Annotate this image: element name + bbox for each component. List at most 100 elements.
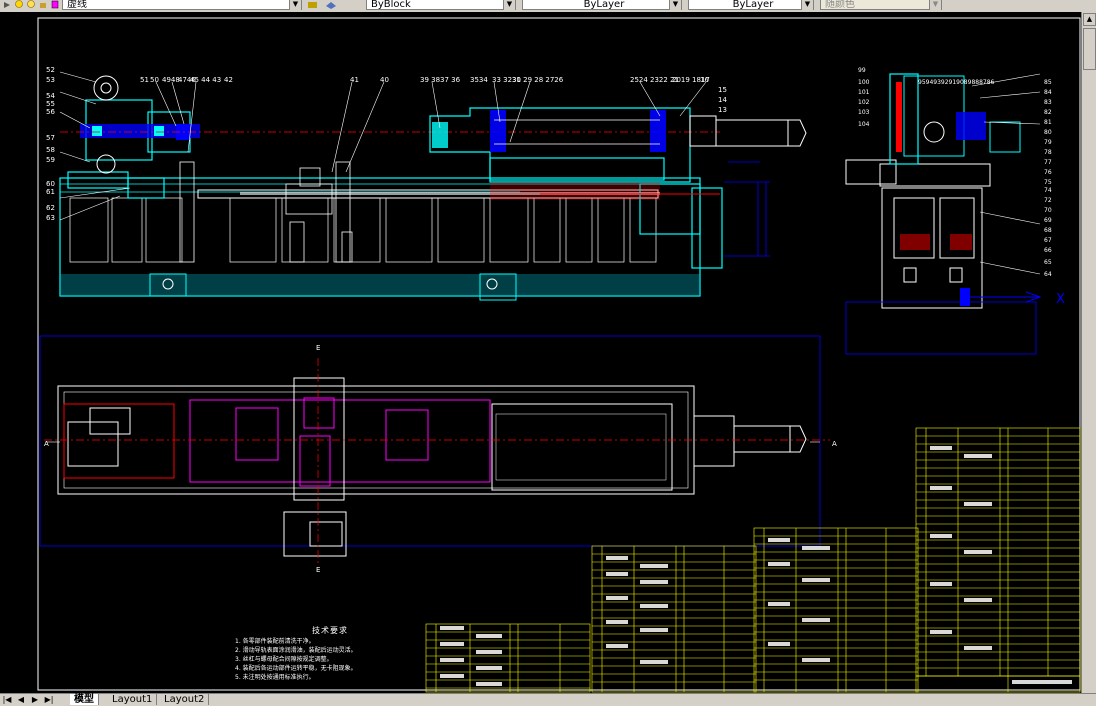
chevron-down-icon[interactable]: ▼ (669, 0, 681, 10)
lock-icon[interactable] (38, 0, 48, 11)
part-no: 52 (46, 66, 55, 74)
layer-name: 虚线 (67, 0, 87, 10)
part-no: 41 (350, 76, 359, 84)
vertical-scrollbar[interactable]: ▲ (1081, 12, 1096, 693)
lineweight-dropdown[interactable]: ByLayer ▼ (688, 0, 814, 10)
part-no: 99 (858, 67, 866, 74)
sun-icon[interactable] (26, 0, 36, 11)
part-no: 53 (46, 76, 55, 84)
plan-view (39, 335, 830, 566)
scroll-up-icon[interactable]: ▲ (1083, 13, 1096, 26)
part-no: 2524 (630, 76, 648, 84)
color-swatch-icon (50, 0, 60, 11)
side-view: X (845, 73, 1065, 355)
tab-model[interactable]: 模型 (70, 694, 99, 705)
axis-x-label: X (1056, 292, 1065, 307)
lineweight-value: ByLayer (732, 0, 774, 10)
properties-toolbar: 虚线 ▼ ByBlock ▼ ByLayer ▼ ByLayer ▼ 随颜色 ▼ (0, 0, 1096, 13)
part-no: 4746 (178, 76, 196, 84)
part-no: 95949392919089888786 (918, 79, 995, 86)
leader-lines (59, 71, 707, 221)
linetype-value: ByLayer (583, 0, 625, 10)
part-no: 51 (140, 76, 149, 84)
part-no: 13 (718, 106, 727, 114)
part-no: 84 (1044, 89, 1052, 96)
lightbulb-icon[interactable] (14, 0, 24, 11)
part-no: 33 3231 (492, 76, 521, 84)
note-line: 4. 装配后各运动部件运转平稳，无卡阻现象。 (235, 665, 357, 672)
part-no: 104 (858, 121, 870, 128)
part-no: 72 (1044, 197, 1052, 204)
layer-previous-icon[interactable] (324, 0, 338, 11)
part-no: 45 44 43 (190, 76, 221, 84)
part-no: 30 29 28 2726 (512, 76, 564, 84)
part-no: 79 (1044, 139, 1052, 146)
part-no: 60 (46, 180, 55, 188)
layer-state-icon[interactable] (2, 0, 14, 11)
part-no: 65 (1044, 259, 1052, 266)
note-line: 2. 滑动导轨表面涂润滑油，装配后运动灵活。 (235, 647, 357, 654)
part-no: 58 (46, 146, 55, 154)
part-no: 61 (46, 188, 55, 196)
part-no: 67 (1044, 237, 1052, 244)
part-no: 4948 (162, 76, 180, 84)
make-layer-current-icon[interactable] (306, 0, 320, 11)
first-tab-icon[interactable]: |◀ (2, 695, 12, 704)
section-label-a: A (44, 440, 49, 448)
tab-layout1[interactable]: Layout1 (108, 694, 158, 705)
part-no: 101 (858, 89, 870, 96)
note-line: 3. 丝杠与螺母配合间隙按规定调整。 (235, 656, 333, 663)
part-no: 14 (718, 96, 727, 104)
part-no: 15 (718, 86, 727, 94)
chevron-down-icon[interactable]: ▼ (801, 0, 813, 10)
next-tab-icon[interactable]: ▶ (31, 695, 39, 704)
prev-tab-icon[interactable]: ◀ (17, 695, 25, 704)
part-number-labels: 52 53 54 55 56 57 58 59 60 61 62 63 51 5… (46, 66, 727, 222)
tab-layout2[interactable]: Layout2 (160, 694, 210, 705)
part-no: 3534 (470, 76, 488, 84)
note-line: 1. 各零部件装配前清洗干净。 (235, 638, 315, 645)
part-no: 63 (46, 214, 55, 222)
part-no: 78 (1044, 149, 1052, 156)
part-no: 103 (858, 109, 870, 116)
front-view (59, 75, 807, 301)
part-no: 55 (46, 100, 55, 108)
part-no: 39 3837 36 (420, 76, 461, 84)
drawing-border (37, 17, 1081, 691)
part-no: 77 (1044, 159, 1052, 166)
bom-tables (425, 427, 1081, 693)
part-no: 68 (1044, 227, 1052, 234)
part-no: 85 (1044, 79, 1052, 86)
part-no: 76 (1044, 169, 1052, 176)
drawing-canvas[interactable]: 52 53 54 55 56 57 58 59 60 61 62 63 51 5… (0, 12, 1096, 693)
section-label-a: A (832, 440, 837, 448)
part-no: 59 (46, 156, 55, 164)
toolbar-separator (348, 0, 360, 11)
notes-title: 技术要求 (312, 626, 348, 635)
part-no: 16 (700, 76, 709, 84)
plotstyle-dropdown: 随颜色 ▼ (820, 0, 942, 10)
linetype-dropdown[interactable]: ByLayer ▼ (522, 0, 682, 10)
part-no: 64 (1044, 271, 1052, 278)
part-no: 102 (858, 99, 870, 106)
part-no: 54 (46, 92, 55, 100)
layer-dropdown[interactable]: 虚线 ▼ (62, 0, 302, 10)
scroll-thumb[interactable] (1083, 28, 1096, 70)
part-no: 83 (1044, 99, 1052, 106)
plotstyle-value: 随颜色 (825, 0, 855, 10)
technical-notes: 技术要求 1. 各零部件装配前清洗干净。 2. 滑动导轨表面涂润滑油，装配后运动… (235, 626, 425, 682)
color-dropdown[interactable]: ByBlock ▼ (366, 0, 516, 10)
chevron-down-icon[interactable]: ▼ (289, 0, 301, 10)
section-label-e: E (316, 566, 320, 574)
chevron-down-icon: ▼ (929, 0, 941, 10)
last-tab-icon[interactable]: ▶| (44, 695, 54, 704)
part-no: 2019 1817 (672, 76, 710, 84)
part-no: 81 (1044, 119, 1052, 126)
part-no: 100 (858, 79, 870, 86)
chevron-down-icon[interactable]: ▼ (503, 0, 515, 10)
part-no: 40 (380, 76, 389, 84)
part-no: 56 (46, 108, 55, 116)
part-no: 82 (1044, 109, 1052, 116)
part-no: 62 (46, 204, 55, 212)
note-line: 5. 未注明处按通用标准执行。 (235, 674, 315, 681)
